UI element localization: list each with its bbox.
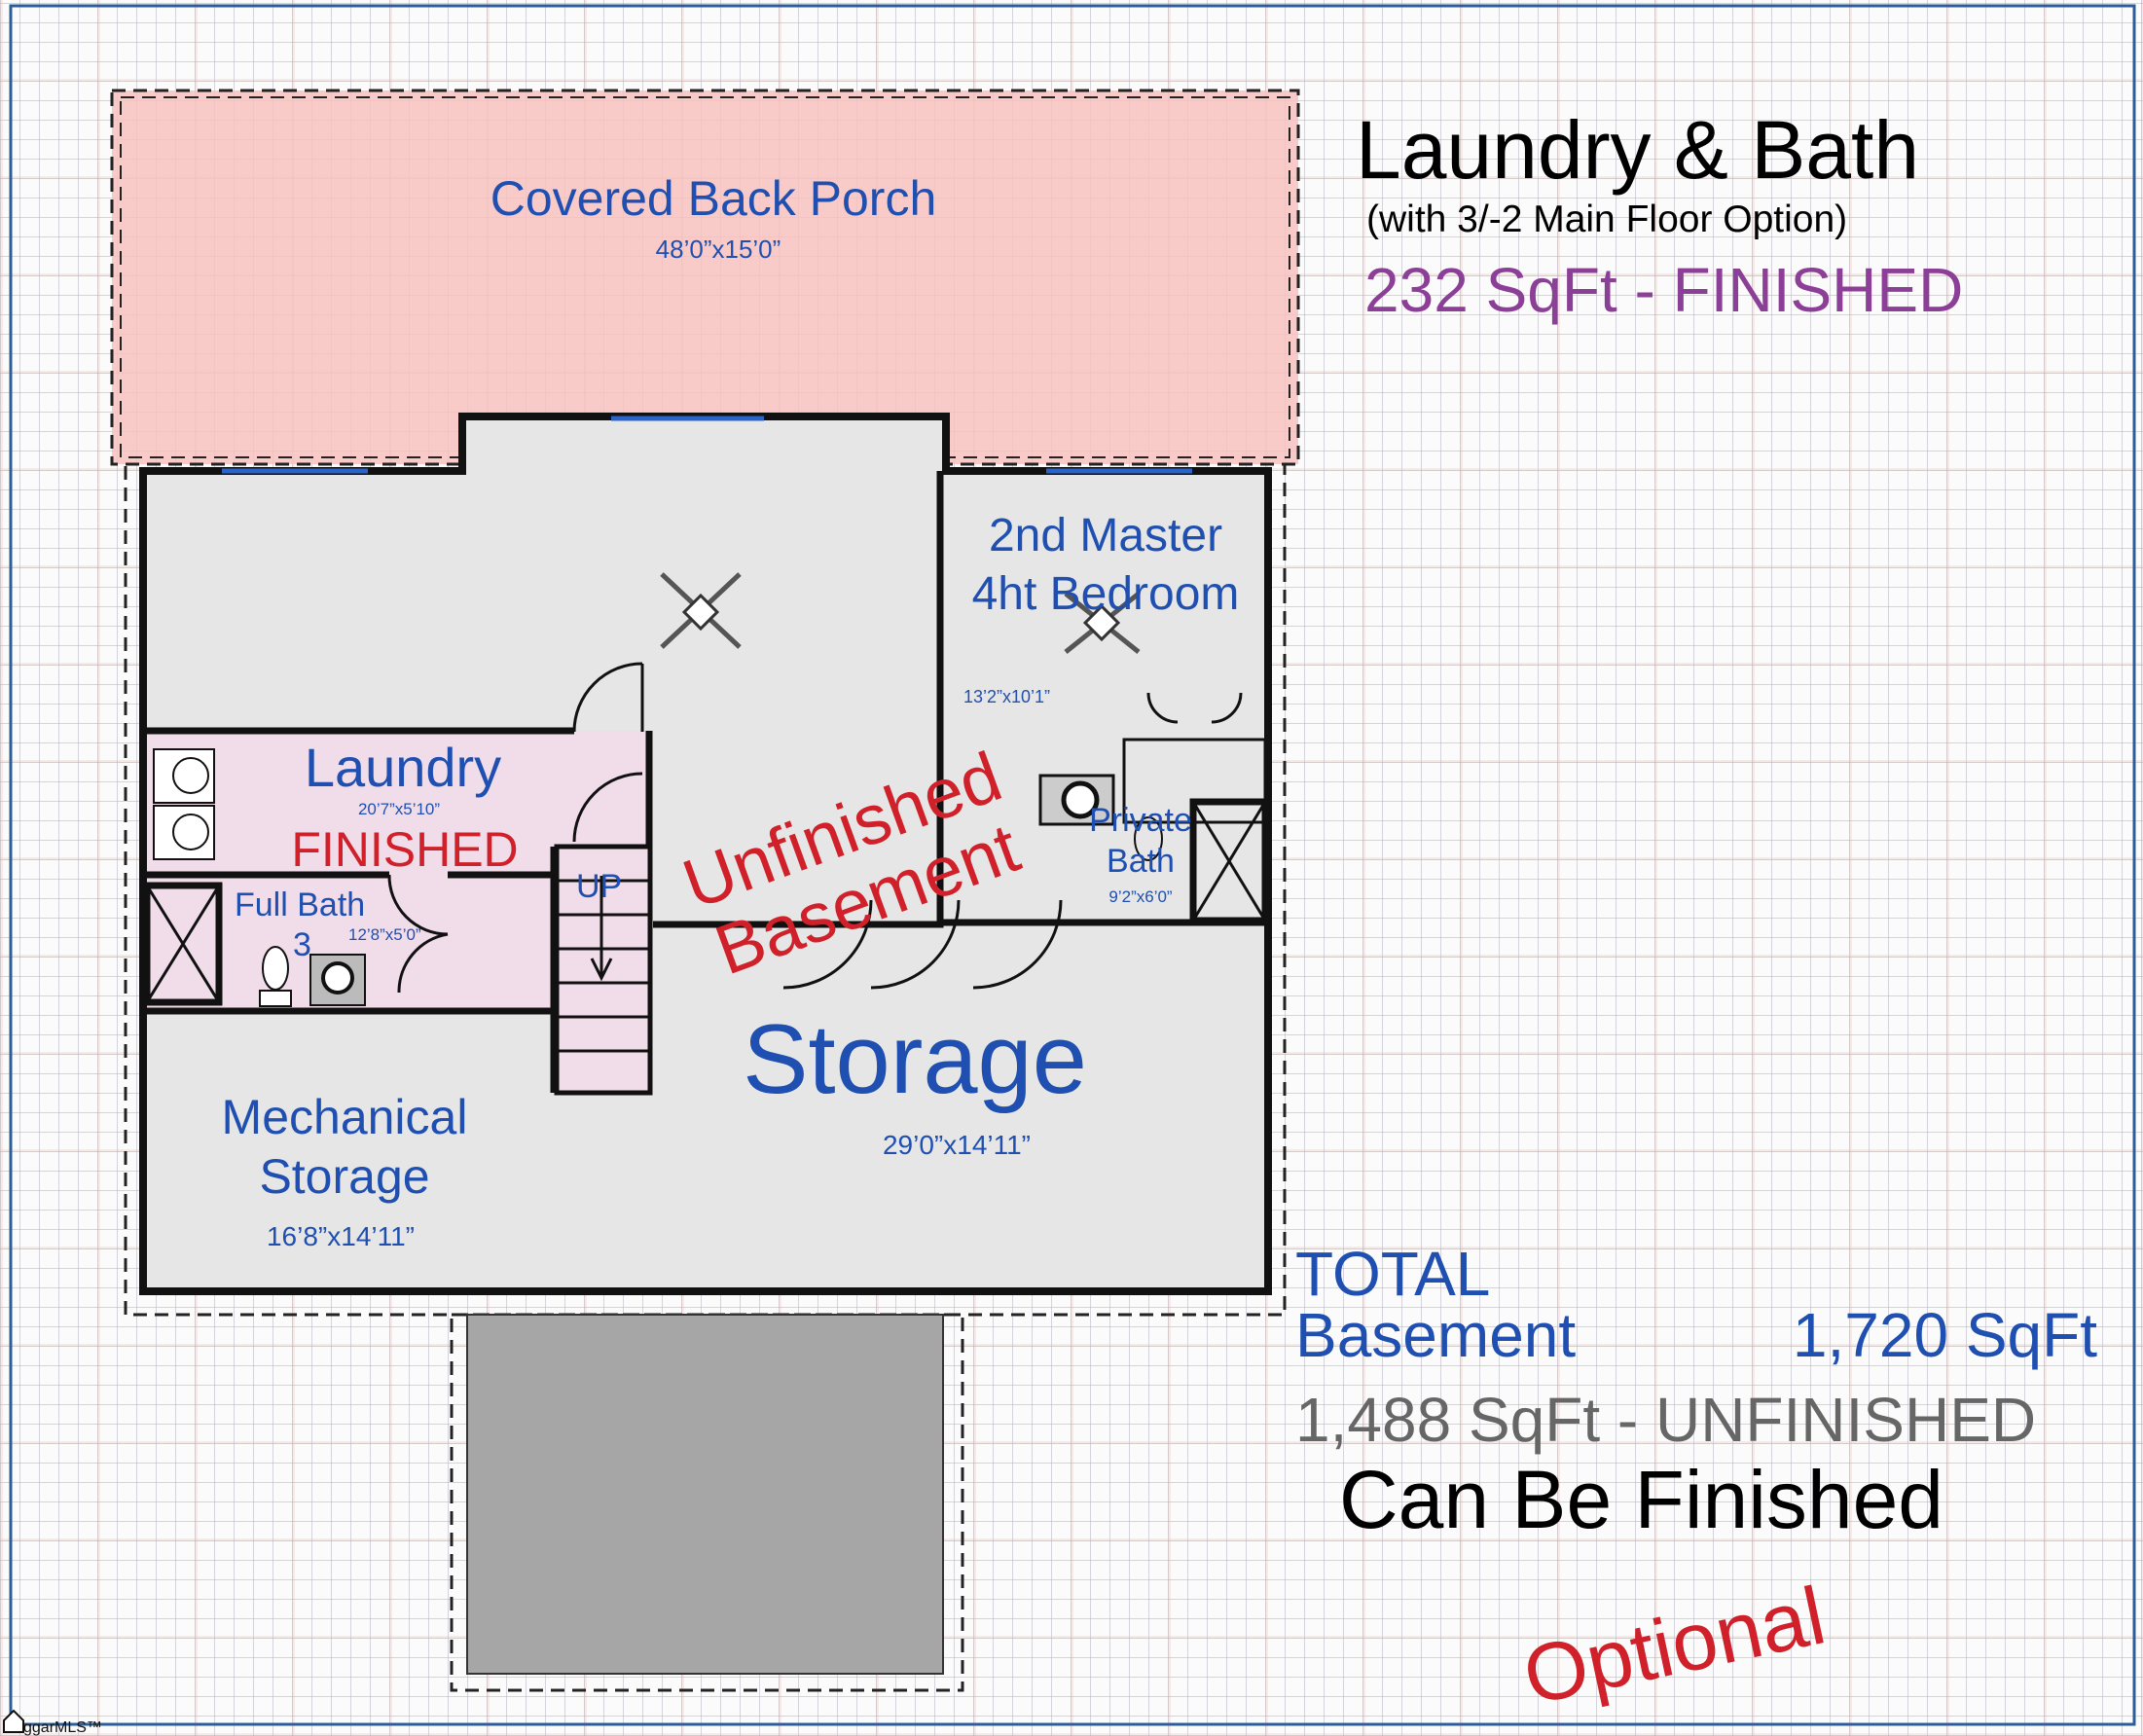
laundry-name: Laundry: [305, 737, 501, 798]
shower-stall-icon: [143, 882, 223, 1006]
lower-gray-block: [466, 1314, 944, 1675]
frame-border: [9, 4, 2136, 1726]
toilet-icon: [1134, 816, 1163, 861]
finished-area: 232 SqFt - FINISHED: [1364, 255, 1963, 325]
basement-walls: [139, 413, 1272, 1295]
windows: [222, 416, 1192, 474]
sink-icon: [1038, 774, 1115, 826]
porch-inner-outline: [120, 96, 1290, 458]
house-icon: [3, 1709, 24, 1733]
mechanical-name-line1: Mechanical: [222, 1090, 468, 1144]
full-bath-size: 12’8”x5’0”: [348, 925, 421, 944]
page-title: Laundry & Bath: [1356, 104, 1919, 196]
bedroom-name-line2: 4ht Bedroom: [972, 568, 1240, 620]
shower-stall-icon: [1189, 798, 1269, 924]
full-bath-number: 3: [293, 926, 311, 963]
private-bath-name-line1: Private: [1089, 802, 1192, 839]
unfinished-area: 1,488 SqFt - UNFINISHED: [1295, 1385, 2036, 1455]
total-area: 1,720 SqFt: [1793, 1300, 2097, 1370]
storage-name: Storage: [743, 1005, 1087, 1114]
lower-dashed-outline: [450, 1313, 964, 1692]
mechanical-name-line2: Storage: [259, 1149, 429, 1204]
private-bath-size: 9’2”x6’0”: [1108, 887, 1173, 906]
bedroom-size: 13’2”x10’1”: [963, 687, 1050, 706]
laundry-size: 20’7”x5’10”: [358, 800, 440, 818]
sink-icon: [309, 954, 366, 1006]
total-label-line2: Basement: [1295, 1300, 1576, 1370]
covered-back-porch-area: [110, 89, 1300, 466]
ceiling-fan-icon: [660, 572, 742, 649]
stairs-up-label: UP: [576, 868, 622, 905]
porch-size: 48’0”x15’0”: [656, 235, 781, 264]
laundry-status: FINISHED: [291, 822, 518, 877]
can-be-finished-note: Can Be Finished: [1339, 1454, 1943, 1545]
mechanical-size: 16’8”x14’11”: [267, 1221, 415, 1251]
room-labels: Covered Back Porch 48’0”x15’0” 2nd Maste…: [222, 171, 1240, 1251]
mls-logo-text: ggarMLS™: [23, 1719, 102, 1736]
total-label-line1: TOTAL: [1295, 1239, 1490, 1309]
toilet-icon: [259, 946, 292, 1007]
page-subtitle: (with 3/-2 Main Floor Option): [1366, 199, 1847, 240]
stairs: [554, 844, 653, 1096]
storage-size: 29’0”x14’11”: [883, 1130, 1031, 1160]
bedroom-name-line1: 2nd Master: [989, 510, 1222, 561]
private-bath-name-line2: Bath: [1107, 843, 1175, 880]
ceiling-fan-icon: [1064, 592, 1141, 654]
porch-name: Covered Back Porch: [490, 171, 937, 226]
washer-dryer-icon: [153, 748, 215, 860]
optional-stamp: Optional: [1515, 1569, 1833, 1721]
mls-logo: ggarMLS™: [3, 1709, 102, 1736]
full-bath-name: Full Bath: [235, 886, 365, 923]
